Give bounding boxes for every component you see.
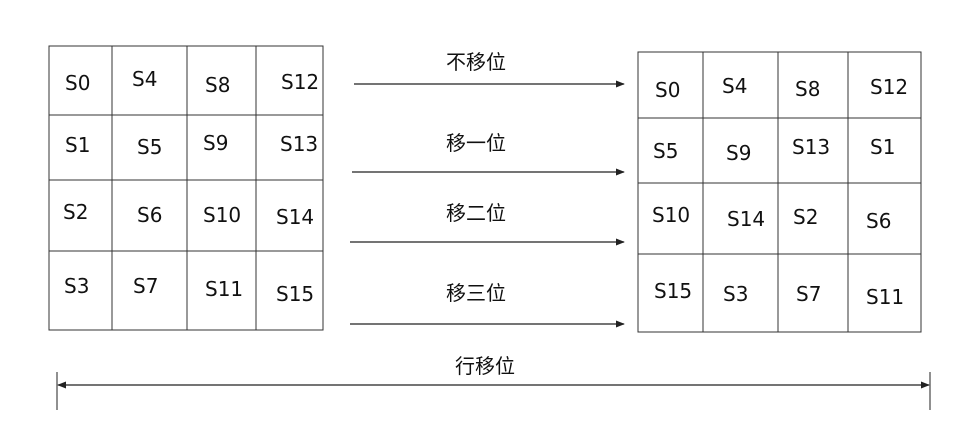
matrix-border [48,45,324,331]
state-matrix-before: S0 S4 S8 S12 S1 S5 S9 S13 S2 S6 S10 S14 … [48,45,324,331]
matrix-cell: S13 [280,132,318,156]
matrix-border [637,51,922,333]
matrix-cell: S9 [203,131,228,155]
matrix-cell: S5 [653,139,678,163]
arrow-label: 移三位 [446,281,506,305]
matrix-cell: S3 [723,282,748,306]
arrow-label: 不移位 [446,50,506,74]
matrix-cell: S6 [137,203,162,227]
matrix-cell: S15 [276,282,314,306]
matrix-cell: S10 [203,203,241,227]
row-shift-span: 行移位 [56,354,931,410]
matrix-cell: S11 [866,285,904,309]
state-matrix-after: S0 S4 S8 S12 S5 S9 S13 S1 S10 S14 S2 S6 … [637,51,922,333]
matrix-cell: S12 [281,70,319,94]
matrix-cell: S12 [870,75,908,99]
matrix-cell: S15 [654,279,692,303]
matrix-cell: S0 [655,78,680,102]
matrix-cell: S8 [795,77,820,101]
matrix-cell: S7 [133,274,158,298]
matrix-cell: S2 [63,200,88,224]
matrix-cell: S5 [137,135,162,159]
matrix-cell: S0 [65,71,90,95]
matrix-cell: S3 [64,274,89,298]
matrix-cell: S6 [866,209,891,233]
matrix-cell: S4 [722,74,747,98]
arrow-label: 移二位 [446,201,506,225]
matrix-cell: S13 [792,135,830,159]
matrix-cell: S14 [276,205,314,229]
shift-arrows: 不移位 移一位 移二位 移三位 [350,50,625,328]
matrix-cell: S2 [793,205,818,229]
arrow-label: 移一位 [446,131,506,155]
matrix-cell: S1 [65,133,90,157]
matrix-cell: S10 [652,203,690,227]
bottom-label: 行移位 [455,354,515,378]
matrix-cell: S14 [727,207,765,231]
matrix-cell: S7 [796,282,821,306]
matrix-cell: S4 [132,67,157,91]
matrix-cell: S1 [870,135,895,159]
matrix-cell: S11 [205,277,243,301]
matrix-cell: S9 [726,141,751,165]
matrix-cell: S8 [205,73,230,97]
